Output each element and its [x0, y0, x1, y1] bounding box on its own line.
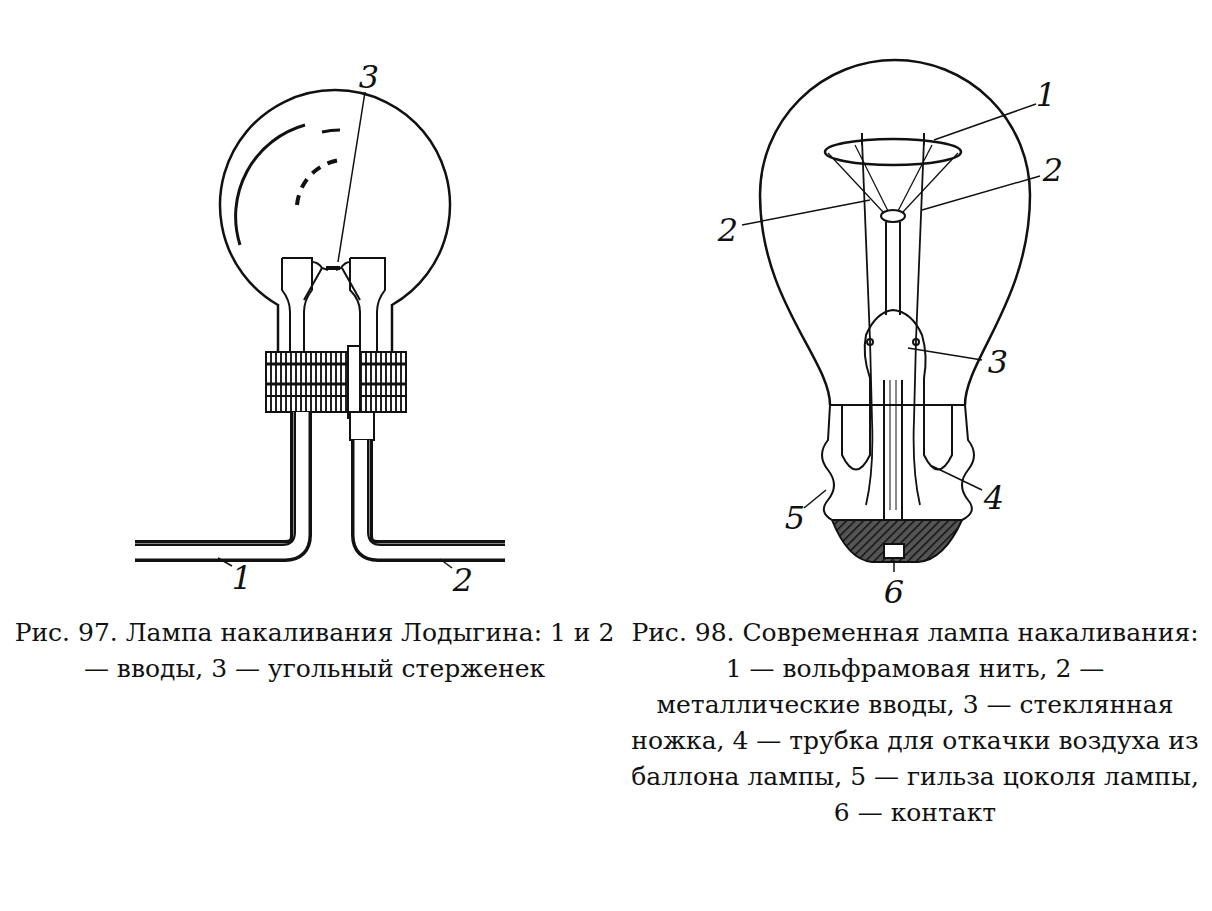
callout-number: 2: [453, 564, 473, 596]
figure-caption-text: Рис. 97. Лампа накаливания Лодыгина: 1 и…: [15, 618, 615, 683]
callout-number-text: 5: [785, 499, 805, 537]
callout-number-text: 3: [988, 343, 1008, 381]
figure-caption: Рис. 97. Лампа накаливания Лодыгина: 1 и…: [12, 615, 617, 687]
figure-caption-text: Рис. 98. Современная лампа накаливания: …: [631, 618, 1199, 827]
callout-number: 4: [984, 482, 1004, 514]
figure-caption: Рис. 98. Современная лампа накаливания: …: [630, 615, 1200, 831]
callout-number: 1: [232, 562, 252, 594]
callout-number: 2: [1043, 154, 1063, 186]
callout-number-text: 2: [453, 561, 473, 599]
callout-number: 3: [988, 346, 1008, 378]
callout-number-text: 1: [1036, 76, 1056, 114]
callout-number-text: 6: [884, 573, 904, 611]
callout-number-text: 2: [718, 211, 738, 249]
callout-number: 6: [884, 576, 904, 608]
callout-number-text: 2: [1043, 151, 1063, 189]
callout-number-text: 1: [232, 559, 252, 597]
callout-number-text: 4: [984, 479, 1004, 517]
callout-number: 2: [718, 214, 738, 246]
modern-lamp: [742, 60, 1040, 572]
callout-number-text: 3: [359, 58, 379, 96]
callout-number: 1: [1036, 79, 1056, 111]
callout-number: 5: [785, 502, 805, 534]
lodygin-lamp: [135, 90, 505, 568]
callout-number: 3: [359, 61, 379, 93]
